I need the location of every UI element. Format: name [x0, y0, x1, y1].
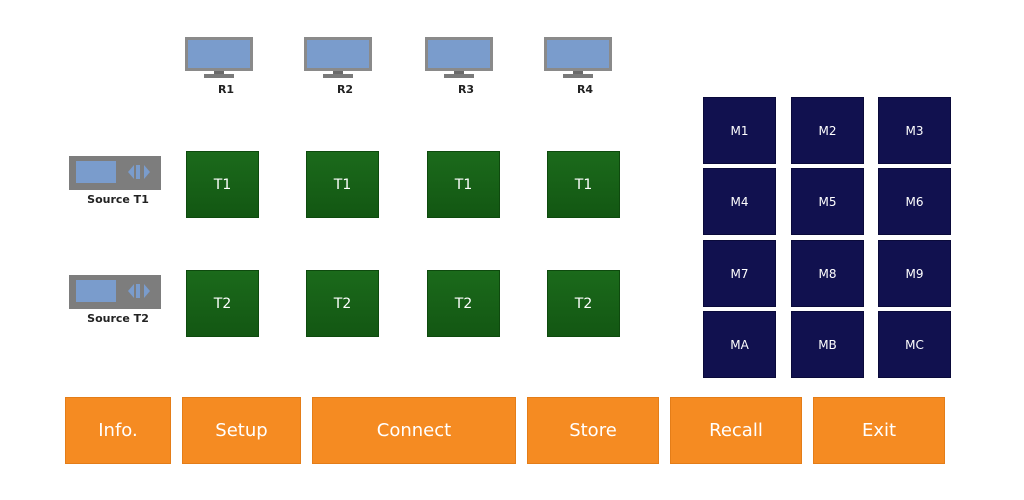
- source-device-icon: [69, 275, 161, 309]
- tile-r3-t1[interactable]: T1: [427, 151, 500, 218]
- source-device-icon: [69, 156, 161, 190]
- memory-m5[interactable]: M5: [791, 168, 864, 235]
- memory-m2[interactable]: M2: [791, 97, 864, 164]
- source-t2[interactable]: Source T2: [68, 274, 168, 334]
- monitor-icon: [544, 37, 612, 78]
- connect-button[interactable]: Connect: [312, 397, 516, 464]
- tile-r2-t1[interactable]: T1: [306, 151, 379, 218]
- receiver-label: R4: [576, 83, 594, 96]
- memory-m9[interactable]: M9: [878, 240, 951, 307]
- tile-r4-t1[interactable]: T1: [547, 151, 620, 218]
- memory-m7[interactable]: M7: [703, 240, 776, 307]
- monitor-icon: [185, 37, 253, 78]
- memory-m4[interactable]: M4: [703, 168, 776, 235]
- receiver-label: R3: [457, 83, 475, 96]
- source-label: Source T1: [87, 193, 149, 206]
- tile-r3-t2[interactable]: T2: [427, 270, 500, 337]
- tile-r1-t2[interactable]: T2: [186, 270, 259, 337]
- store-button[interactable]: Store: [527, 397, 659, 464]
- memory-mc[interactable]: MC: [878, 311, 951, 378]
- tile-r2-t2[interactable]: T2: [306, 270, 379, 337]
- recall-button[interactable]: Recall: [670, 397, 802, 464]
- receiver-r4[interactable]: R4: [543, 36, 613, 98]
- memory-m6[interactable]: M6: [878, 168, 951, 235]
- tile-r4-t2[interactable]: T2: [547, 270, 620, 337]
- memory-ma[interactable]: MA: [703, 311, 776, 378]
- monitor-icon: [425, 37, 493, 78]
- exit-button[interactable]: Exit: [813, 397, 945, 464]
- receiver-r2[interactable]: R2: [303, 36, 373, 98]
- memory-mb[interactable]: MB: [791, 311, 864, 378]
- receiver-label: R2: [336, 83, 354, 96]
- setup-button[interactable]: Setup: [182, 397, 301, 464]
- source-label: Source T2: [87, 312, 149, 325]
- memory-m8[interactable]: M8: [791, 240, 864, 307]
- memory-m3[interactable]: M3: [878, 97, 951, 164]
- memory-m1[interactable]: M1: [703, 97, 776, 164]
- receiver-label: R1: [217, 83, 235, 96]
- receiver-r3[interactable]: R3: [424, 36, 494, 98]
- monitor-icon: [304, 37, 372, 78]
- source-t1[interactable]: Source T1: [68, 155, 168, 215]
- tile-r1-t1[interactable]: T1: [186, 151, 259, 218]
- info-button[interactable]: Info.: [65, 397, 171, 464]
- receiver-r1[interactable]: R1: [184, 36, 254, 98]
